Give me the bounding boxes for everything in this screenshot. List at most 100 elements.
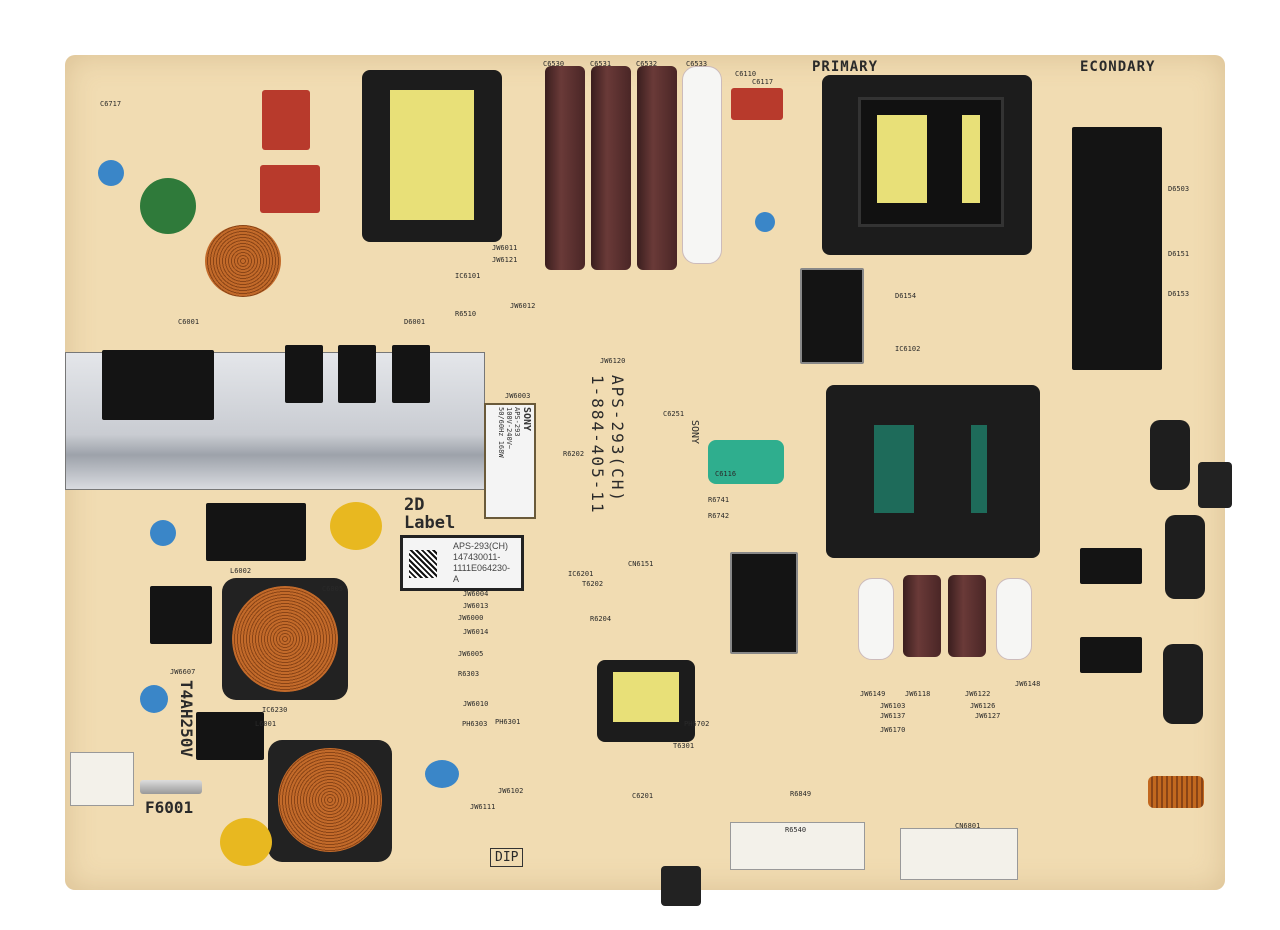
sticker-power: 50/60Hz 168W (497, 407, 505, 458)
part-number-text: 1-884-405-11 (588, 375, 607, 515)
silkscreen-label: C6110 (735, 70, 757, 78)
silkscreen-label: JW6003 (505, 392, 531, 400)
silkscreen-label: C6532 (636, 60, 658, 68)
connector-cn6151 (900, 828, 1018, 880)
film-capacitor (262, 90, 310, 150)
sticker-model: APS-293 (513, 407, 521, 437)
rectifier-diode (1080, 637, 1142, 673)
main-transformer (822, 75, 1032, 255)
serial-line1: 147430011- (453, 552, 501, 562)
silkscreen-label: JW6137 (880, 712, 906, 720)
silkscreen-label: L6001 (255, 720, 277, 728)
primary-section-label: PRIMARY (812, 59, 879, 75)
silkscreen-label: JW6121 (492, 256, 518, 264)
small-transformer (597, 660, 695, 742)
ac-input-connector (70, 752, 134, 806)
electrolytic-capacitor (903, 575, 941, 657)
fuse (140, 780, 202, 794)
film-capacitor (260, 165, 320, 213)
electrolytic-capacitor (545, 66, 585, 270)
inductor (1165, 515, 1205, 599)
film-capacitor (731, 88, 783, 120)
silkscreen-label: IC6102 (895, 345, 921, 353)
silkscreen-label: JW6149 (860, 690, 886, 698)
mosfet (338, 345, 376, 403)
inductor (1163, 644, 1203, 724)
llc-transformer (826, 385, 1040, 558)
inductor (1150, 420, 1190, 490)
transformer-core (613, 672, 679, 722)
silkscreen-label: D6503 (1168, 185, 1190, 193)
rectifier-diode (1080, 548, 1142, 584)
mosfet-pair (730, 552, 798, 654)
silkscreen-label: JW6013 (463, 602, 489, 610)
electrolytic-capacitor (948, 575, 986, 657)
serial-line3: A (453, 574, 460, 584)
silkscreen-label: JW6103 (880, 702, 906, 710)
silkscreen-label: PH6303 (462, 720, 488, 728)
silkscreen-label: D6001 (404, 318, 426, 326)
silkscreen-label: JW6005 (458, 650, 484, 658)
ceramic-capacitor (330, 502, 382, 550)
silkscreen-label: JW6014 (463, 628, 489, 636)
transformer-core (971, 425, 987, 513)
transformer-core (390, 90, 474, 220)
choke-coil (232, 586, 338, 692)
silkscreen-label: PH6301 (495, 718, 521, 726)
silkscreen-label: JW6122 (965, 690, 991, 698)
mosfet (392, 345, 430, 403)
silkscreen-label: T6301 (673, 742, 695, 750)
silkscreen-label: JW6126 (970, 702, 996, 710)
silkscreen-label: C6117 (752, 78, 774, 86)
ntc-thermistor (140, 178, 196, 234)
transformer-core (874, 425, 914, 513)
secondary-section-label: ECONDARY (1080, 59, 1156, 75)
silkscreen-label: IC6101 (455, 272, 481, 280)
silkscreen-label: C6251 (663, 410, 685, 418)
silkscreen-label: R6202 (563, 450, 585, 458)
electrolytic-capacitor (637, 66, 677, 270)
inductor (1148, 776, 1204, 808)
silkscreen-label: R6510 (455, 310, 477, 318)
mosfet-pair (800, 268, 864, 364)
ceramic-capacitor (755, 212, 775, 232)
ceramic-capacitor (425, 760, 459, 788)
board-slot (996, 578, 1032, 660)
dip-marker: DIP (490, 848, 524, 867)
brand-silkscreen: SONY (689, 420, 700, 445)
silkscreen-label: R6742 (708, 512, 730, 520)
silkscreen-label: PH6702 (684, 720, 710, 728)
silkscreen-label: JW6148 (1015, 680, 1041, 688)
silkscreen-label: JW6004 (463, 590, 489, 598)
board-clip (1198, 462, 1232, 508)
fuse-label: F6001 (145, 798, 194, 817)
serial-label: APS-293(CH) 147430011- 1111E064230- A (400, 535, 524, 591)
silkscreen-label: R6204 (590, 615, 612, 623)
ceramic-capacitor (220, 818, 272, 866)
silkscreen-label: JW6011 (492, 244, 518, 252)
silkscreen-label: JW6010 (463, 700, 489, 708)
datamatrix-code (409, 550, 437, 578)
silkscreen-label: JW6170 (880, 726, 906, 734)
toroid-inductor (205, 225, 281, 297)
silkscreen-label: D6154 (895, 292, 917, 300)
standby-transformer (362, 70, 502, 242)
common-mode-choke (222, 578, 348, 700)
silkscreen-label: R6741 (708, 496, 730, 504)
transformer-core (962, 115, 980, 203)
board-slot (682, 66, 722, 264)
common-mode-choke (268, 740, 392, 862)
ceramic-capacitor (98, 160, 124, 186)
silkscreen-label: JW6127 (975, 712, 1001, 720)
x-capacitor (150, 586, 212, 644)
silkscreen-label: C6533 (686, 60, 708, 68)
serial-line2: 1111E064230- (453, 563, 511, 573)
transformer-core (877, 115, 927, 203)
silkscreen-label: IC6201 (568, 570, 594, 578)
silkscreen-label: CN6151 (628, 560, 654, 568)
mosfet (285, 345, 323, 403)
silkscreen-label: R6849 (790, 790, 812, 798)
silkscreen-label: D6153 (1168, 290, 1190, 298)
board-slot (858, 578, 894, 660)
silkscreen-label: C6530 (543, 60, 565, 68)
